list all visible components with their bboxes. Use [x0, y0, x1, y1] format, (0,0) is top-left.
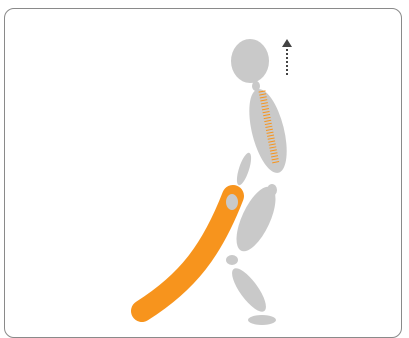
- figure-knee: [226, 255, 238, 265]
- exercise-illustration: [0, 0, 409, 327]
- figure-foot: [248, 315, 276, 325]
- figure-hand: [226, 194, 238, 210]
- figure-head: [231, 39, 269, 83]
- foam-roller: [142, 196, 233, 311]
- figure-upper-arm: [234, 151, 254, 186]
- figure-lower-leg: [226, 264, 271, 317]
- figure-body: [226, 39, 294, 325]
- up-arrow-icon: [282, 39, 292, 75]
